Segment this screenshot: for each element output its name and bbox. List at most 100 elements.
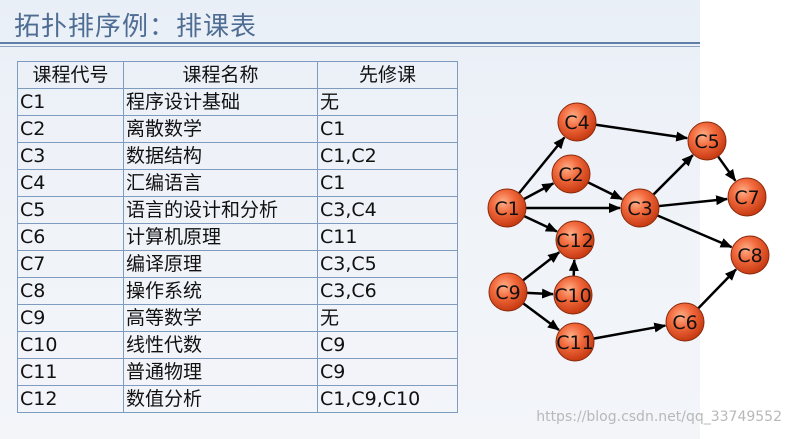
edge-c2-to-c3 bbox=[587, 181, 623, 201]
cell-course-name: 高等数学 bbox=[123, 304, 318, 332]
edge-c6-to-c8 bbox=[697, 268, 737, 310]
page-title: 拓扑排序例：排课表 bbox=[14, 12, 258, 42]
node-c5: C5 bbox=[687, 121, 727, 161]
cell-prerequisites: C9 bbox=[317, 358, 458, 386]
node-label: C3 bbox=[627, 198, 652, 220]
cell-course-name: 离散数学 bbox=[123, 115, 318, 143]
cell-course-code: C3 bbox=[17, 142, 124, 170]
cell-course-code: C9 bbox=[17, 304, 124, 332]
cell-course-name: 数值分析 bbox=[123, 385, 318, 413]
node-label: C1 bbox=[494, 198, 519, 220]
cell-course-name: 线性代数 bbox=[123, 331, 318, 359]
node-circle bbox=[620, 188, 660, 228]
cell-prerequisites: C3,C4 bbox=[317, 196, 458, 224]
node-circle bbox=[687, 121, 727, 161]
title-divider bbox=[0, 42, 700, 44]
edge-c1-to-c12 bbox=[523, 214, 558, 233]
title-divider-thin bbox=[0, 46, 700, 47]
cell-course-name: 数据结构 bbox=[123, 142, 318, 170]
node-circle bbox=[665, 302, 705, 342]
node-label: C6 bbox=[672, 312, 697, 334]
node-label: C5 bbox=[694, 131, 719, 153]
cell-course-code: C8 bbox=[17, 277, 124, 305]
header-course-name: 课程名称 bbox=[123, 61, 318, 89]
node-circle bbox=[553, 275, 593, 315]
cell-course-name: 计算机原理 bbox=[123, 223, 318, 251]
edge-c3-to-c5 bbox=[652, 154, 694, 196]
edge-c11-to-c6 bbox=[593, 322, 667, 340]
header-prerequisites: 先修课 bbox=[317, 61, 458, 89]
node-c6: C6 bbox=[665, 302, 705, 342]
node-circle bbox=[555, 220, 595, 260]
cell-course-code: C1 bbox=[17, 88, 124, 116]
node-c8: C8 bbox=[730, 235, 770, 275]
node-label: C11 bbox=[556, 332, 593, 354]
edge-c1-to-c2 bbox=[523, 182, 555, 201]
cell-prerequisites: 无 bbox=[317, 304, 458, 332]
node-label: C12 bbox=[556, 230, 593, 252]
edge-c1-to-c4 bbox=[518, 136, 566, 195]
node-c2: C2 bbox=[551, 154, 591, 194]
node-c9: C9 bbox=[488, 272, 528, 312]
node-label: C4 bbox=[564, 112, 589, 134]
node-c1: C1 bbox=[487, 188, 527, 228]
edge-c9-to-c12 bbox=[522, 251, 560, 282]
cell-prerequisites: C1,C9,C10 bbox=[317, 385, 458, 413]
cell-course-code: C4 bbox=[17, 169, 124, 197]
node-c12: C12 bbox=[555, 220, 595, 260]
edge-c10-to-c12 bbox=[568, 258, 579, 277]
blank-corner bbox=[700, 0, 790, 80]
edge-c9-to-c11 bbox=[522, 302, 560, 332]
node-circle bbox=[487, 188, 527, 228]
edge-c3-to-c8 bbox=[656, 214, 733, 249]
cell-course-code: C11 bbox=[17, 358, 124, 386]
cell-course-name: 编译原理 bbox=[123, 250, 318, 278]
cell-prerequisites: C1 bbox=[317, 169, 458, 197]
edge-c4-to-c5 bbox=[595, 123, 689, 142]
cell-course-code: C12 bbox=[17, 385, 124, 413]
node-circle bbox=[488, 272, 528, 312]
watermark: https://blog.csdn.net/qq_33749552 bbox=[536, 409, 782, 425]
edge-c3-to-c7 bbox=[658, 195, 729, 208]
node-label: C9 bbox=[495, 282, 520, 304]
cell-prerequisites: C9 bbox=[317, 331, 458, 359]
node-c3: C3 bbox=[620, 188, 660, 228]
cell-prerequisites: 无 bbox=[317, 88, 458, 116]
node-c4: C4 bbox=[557, 102, 597, 142]
cell-prerequisites: C11 bbox=[317, 223, 458, 251]
node-label: C2 bbox=[558, 164, 583, 186]
cell-course-code: C2 bbox=[17, 115, 124, 143]
node-c7: C7 bbox=[727, 177, 767, 217]
cell-course-name: 程序设计基础 bbox=[123, 88, 318, 116]
cell-course-code: C5 bbox=[17, 196, 124, 224]
cell-prerequisites: C3,C5 bbox=[317, 250, 458, 278]
node-c10: C10 bbox=[553, 275, 593, 315]
node-label: C10 bbox=[554, 285, 591, 307]
edge-c5-to-c7 bbox=[717, 155, 737, 182]
cell-prerequisites: C1,C2 bbox=[317, 142, 458, 170]
node-circle bbox=[551, 154, 591, 194]
node-label: C8 bbox=[737, 245, 762, 267]
cell-prerequisites: C3,C6 bbox=[317, 277, 458, 305]
cell-prerequisites: C1 bbox=[317, 115, 458, 143]
node-circle bbox=[730, 235, 770, 275]
node-circle bbox=[557, 102, 597, 142]
edge-c9-to-c10 bbox=[526, 288, 555, 299]
node-circle bbox=[555, 322, 595, 362]
cell-course-name: 语言的设计和分析 bbox=[123, 196, 318, 224]
cell-course-name: 汇编语言 bbox=[123, 169, 318, 197]
